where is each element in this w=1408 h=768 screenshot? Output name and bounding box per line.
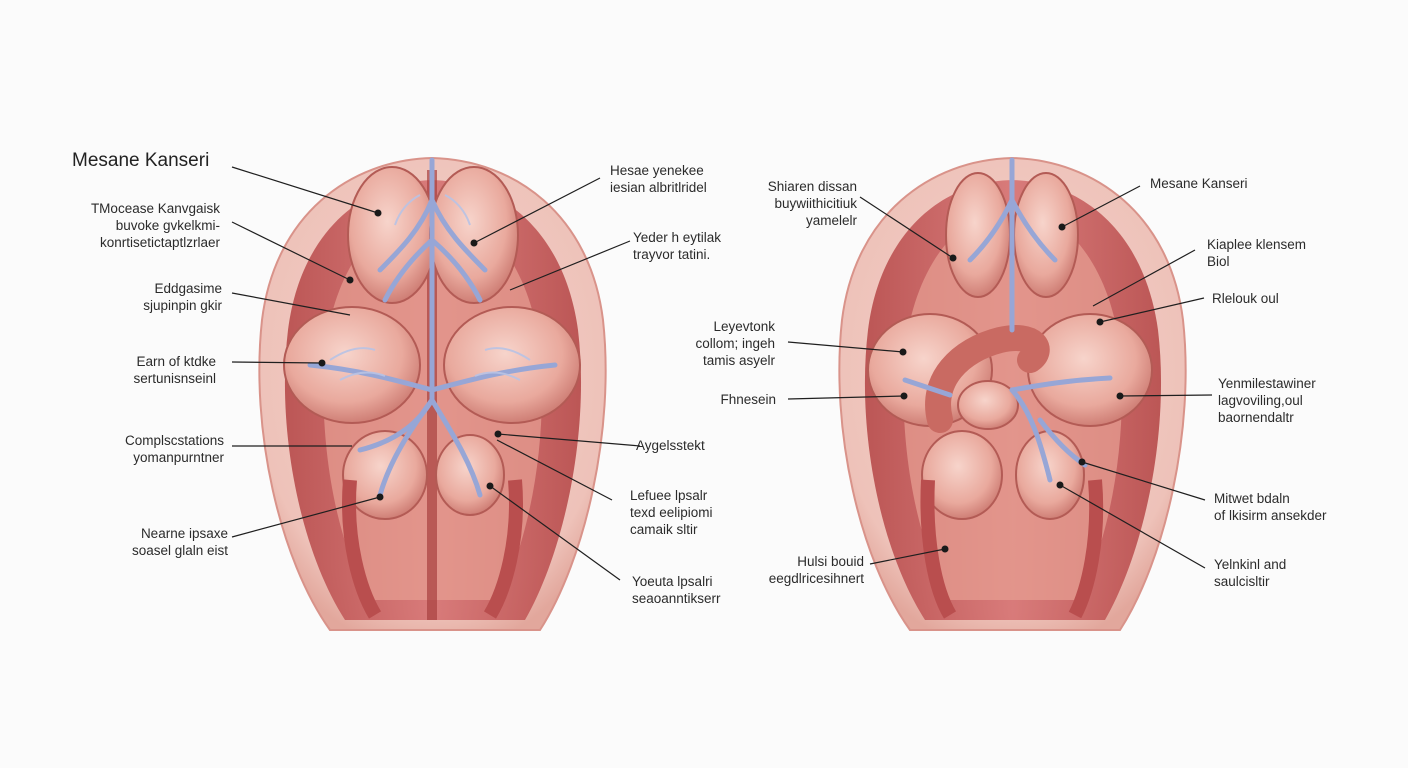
label-right-5: Mitwet bdaln of lkisirm ansekder	[1214, 491, 1327, 523]
label-center-left-2: Yeder h eytilak trayvor tatini.	[633, 230, 722, 262]
label-center-right-1: Shiaren dissan buywiithicitiuk yamelelr	[767, 179, 857, 228]
label-center-right-4: Hulsi bouid eegdlricesihnert	[768, 554, 864, 586]
diagram-title: Mesane Kanseri	[72, 150, 210, 171]
label-left-5: Nearne ipsaxe soasel glaln eist	[131, 526, 228, 558]
label-left-1: TMocease Kanvgaisk buvoke gvkelkmi- konr…	[90, 201, 220, 250]
leader-dots	[318, 209, 1124, 553]
label-center-right-2: Leyevtonk collom; ingeh tamis asyelr	[695, 319, 775, 368]
right-anatomy-drawing	[838, 156, 1187, 631]
label-left-2: Eddgasime sjupinpin gkir	[143, 281, 222, 313]
left-anatomy-drawing	[258, 156, 607, 631]
label-right-1: Mesane Kanseri	[1150, 176, 1248, 191]
label-center-left-4: Lefuee lpsalr texd eelipiomi camaik slti…	[630, 488, 713, 537]
label-right-2: Kiaplee klensem Biol	[1207, 237, 1307, 269]
right-vessel-tree	[902, 157, 1113, 483]
label-right-3: Rlelouk oul	[1212, 291, 1279, 306]
label-center-left-5: Yoeuta lpsalri seaoanntikserr	[632, 574, 721, 606]
label-center-left-3: Aygelsstekt	[636, 438, 705, 453]
label-center-left-1: Hesae yenekee iesian albritlridel	[610, 163, 707, 195]
label-right-6: Yelnkinl and saulcisltir	[1214, 557, 1287, 589]
label-center-right-3: Fhnesein	[720, 392, 776, 407]
label-left-3: Earn of ktdke sertunisnseinl	[133, 354, 216, 386]
label-left-4: Complscstations yomanpurntner	[124, 433, 224, 465]
label-right-4: Yenmilestawiner lagvoviling,oul baornend…	[1218, 376, 1316, 425]
left-vessel-tree	[307, 157, 558, 498]
leader-lines	[231, 166, 1213, 581]
